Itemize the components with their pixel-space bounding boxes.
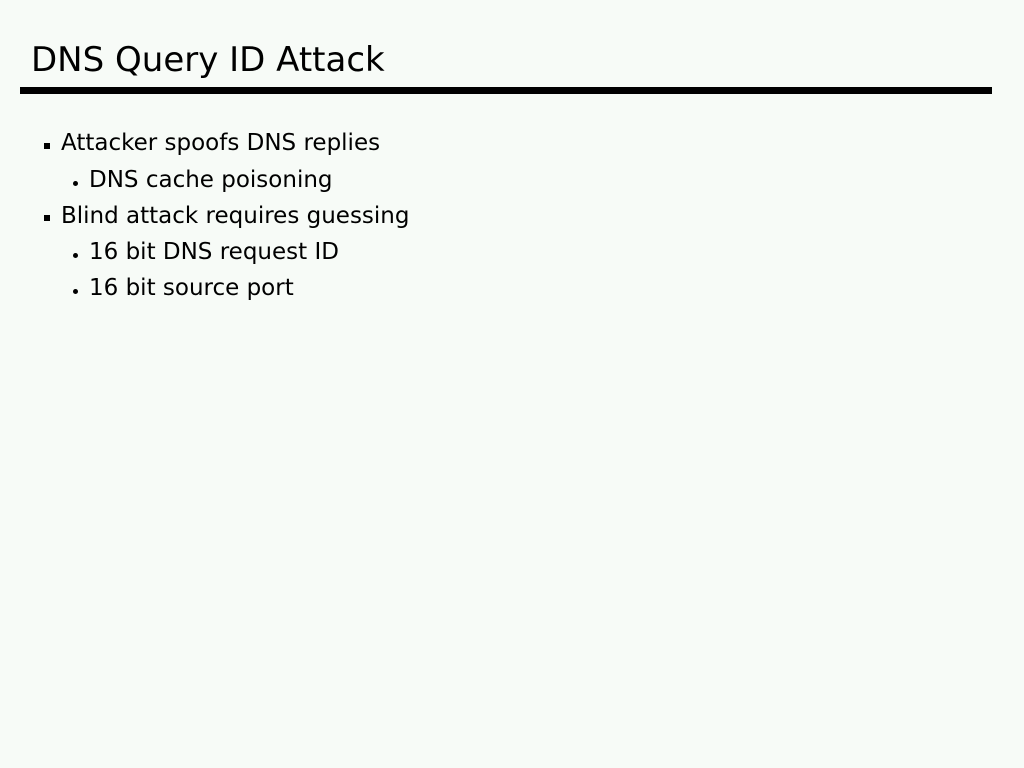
bullet-item-level2: 16 bit DNS request ID <box>89 239 339 265</box>
slide-title: DNS Query ID Attack <box>31 40 385 80</box>
bullet-marker-square <box>44 143 50 149</box>
bullet-item-level1: Attacker spoofs DNS replies <box>61 130 381 156</box>
bullet-item-level1: Blind attack requires guessing <box>61 203 410 229</box>
bullet-marker-dot <box>73 289 78 294</box>
bullet-marker-dot <box>73 253 78 258</box>
bullet-marker-dot <box>73 181 78 186</box>
bullet-item-level2: 16 bit source port <box>89 275 294 301</box>
bullet-item-level2: DNS cache poisoning <box>89 167 333 193</box>
title-divider <box>20 87 992 94</box>
bullet-marker-square <box>44 215 50 221</box>
